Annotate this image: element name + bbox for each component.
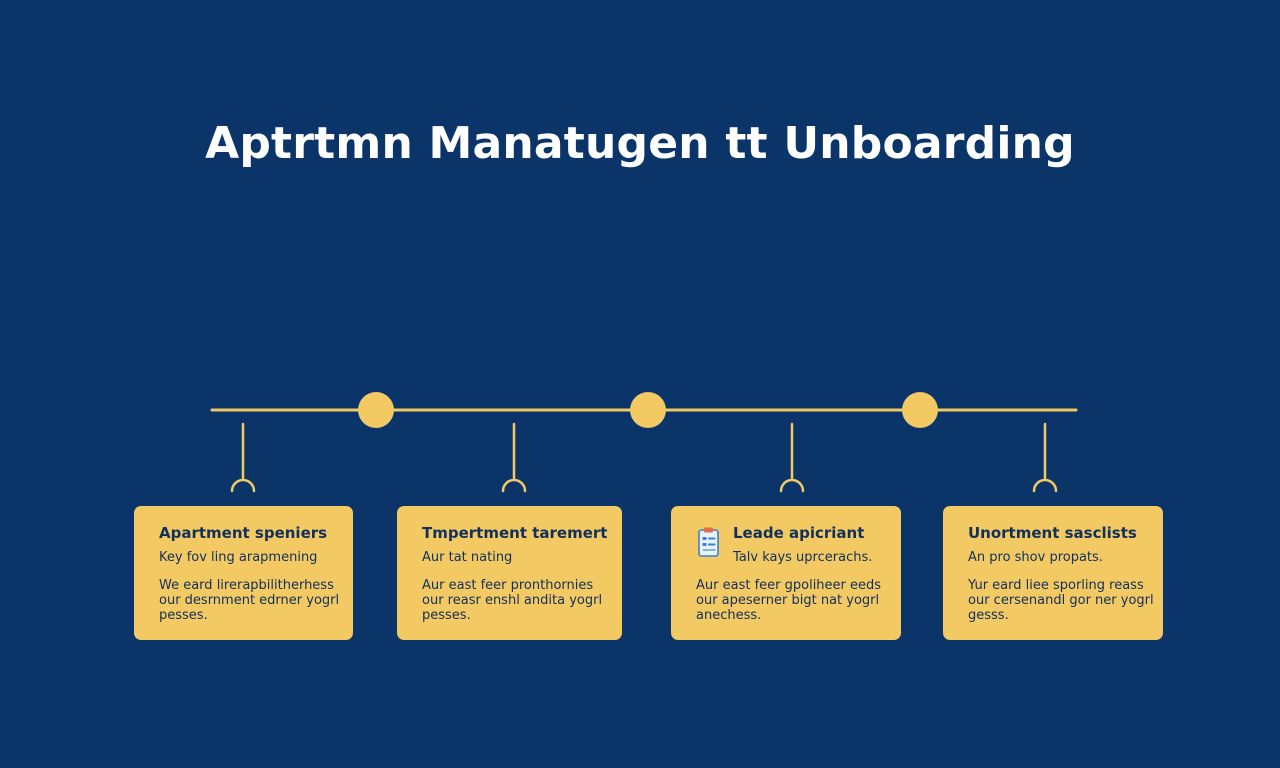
step-subtitle: Key fov ling arapmening <box>159 550 318 565</box>
timeline-node-1 <box>358 392 394 428</box>
step-title: Apartment speniers <box>159 524 328 542</box>
step-body-line: gesss. <box>968 608 1009 623</box>
step-subtitle: An pro shov propats. <box>968 550 1103 565</box>
step-body-line: We eard lirerapbilitherhess <box>159 578 334 593</box>
step-subtitle: Aur tat nating <box>422 550 513 565</box>
step-body-line: our apeserner bigt nat yogrl <box>696 593 880 608</box>
step-body: Yur eard liee sporling reass our cersena… <box>968 578 1154 623</box>
step-card-2: Tmpertment taremert Aur tat nating Aur e… <box>397 506 622 640</box>
step-body-line: pesses. <box>422 608 471 623</box>
step-body-line: Aur east feer gpoliheer eeds <box>696 578 882 593</box>
connector-2 <box>501 422 527 493</box>
step-card-4: Unortment sasclists An pro shov propats.… <box>943 506 1163 640</box>
step-body-line: anechess. <box>696 608 762 623</box>
timeline-node-2 <box>630 392 666 428</box>
timeline-node-3 <box>902 392 938 428</box>
diagram-title: Aptrtmn Manatugen tt Unboarding <box>205 118 1075 169</box>
step-title: Tmpertment taremert <box>422 524 608 542</box>
step-body: Aur east feer pronthornies our reasr ens… <box>422 578 606 623</box>
step-body-line: our desrnment edrner yogrl <box>159 593 340 608</box>
step-body-line: our reasr enshl andita yogrl <box>422 593 603 608</box>
connector-1 <box>230 422 256 493</box>
step-body: We eard lirerapbilitherhess our desrnmen… <box>159 578 340 623</box>
step-body-line: our cersenandl gor ner yogrl <box>968 593 1154 608</box>
connector-3 <box>779 422 805 493</box>
step-card-1: Apartment speniers Key fov ling arapmeni… <box>134 506 353 640</box>
step-body-line: Aur east feer pronthornies <box>422 578 594 593</box>
step-subtitle: Talv kays uprcerachs. <box>733 550 873 565</box>
document-checklist-icon <box>698 527 719 557</box>
step-body-line: Yur eard liee sporling reass <box>968 578 1144 593</box>
step-card-3: Leade apicriant Talv kays uprcerachs. Au… <box>671 506 901 640</box>
connector-4 <box>1032 422 1058 493</box>
step-title: Leade apicriant <box>733 524 865 542</box>
step-body-line: pesses. <box>159 608 208 623</box>
step-title: Unortment sasclists <box>968 524 1137 542</box>
step-body: Aur east feer gpoliheer eeds our apesern… <box>696 578 885 623</box>
